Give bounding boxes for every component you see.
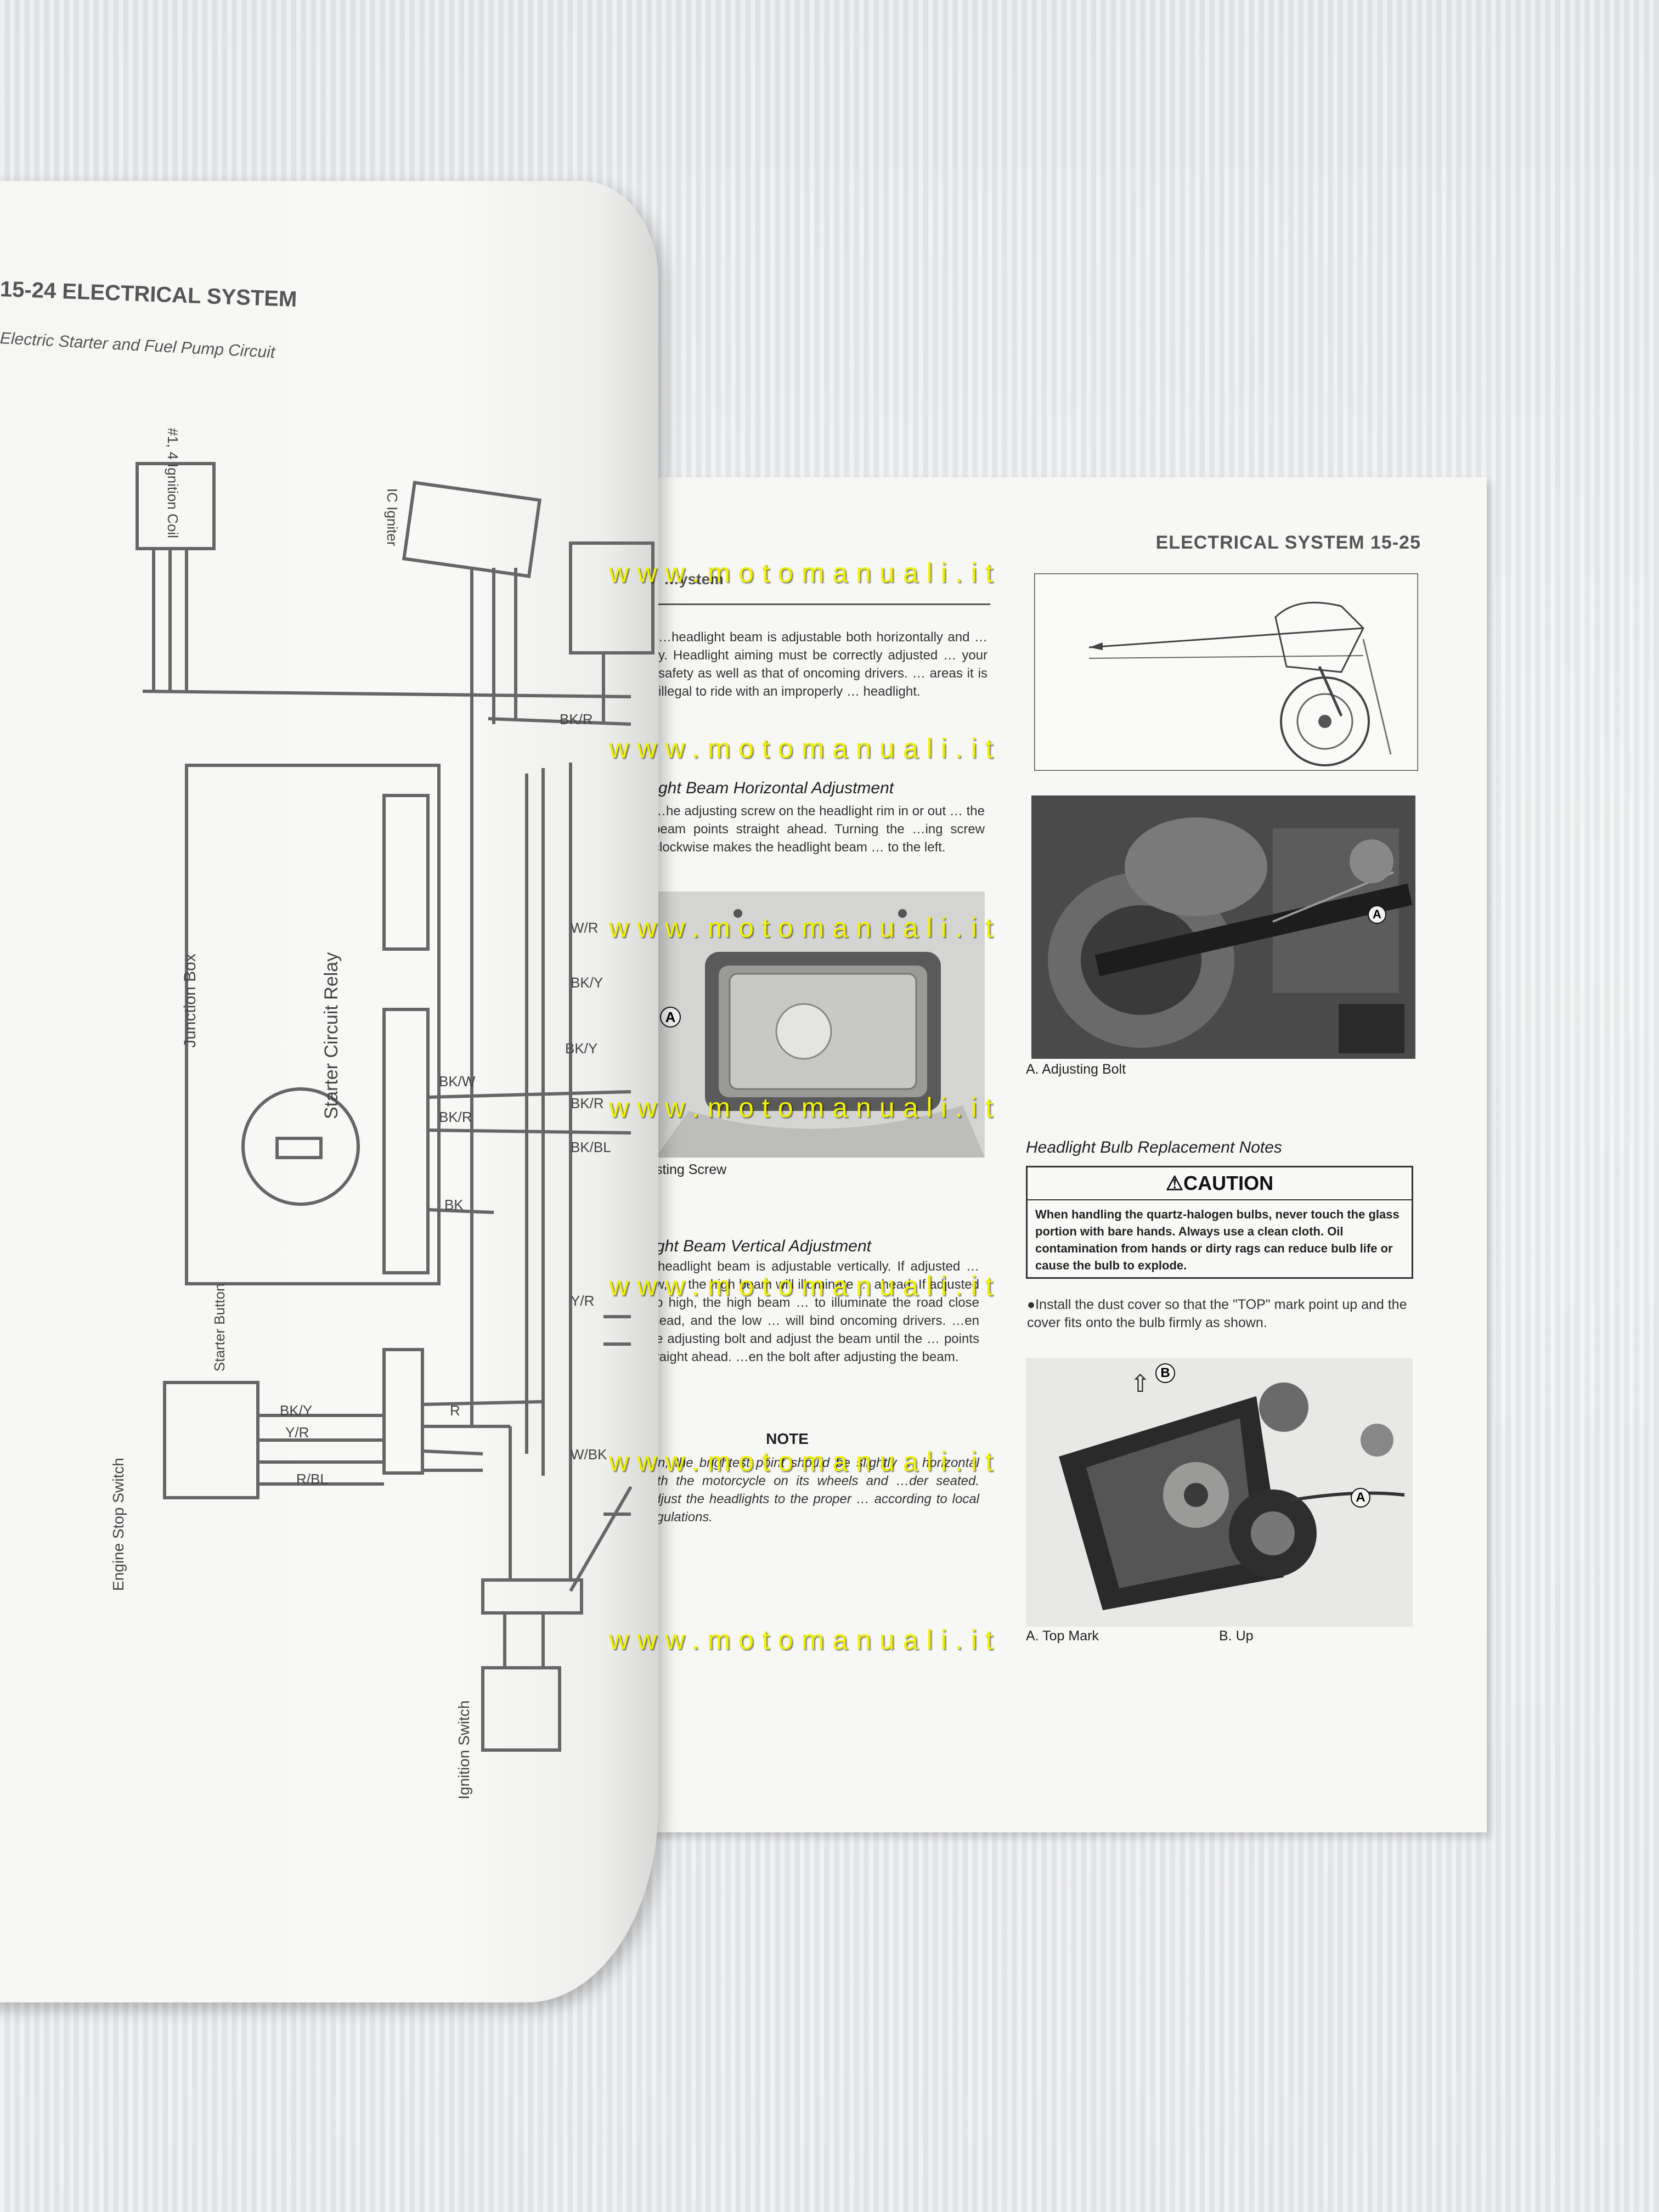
dust-cover-bullet: ●Install the dust cover so that the "TOP… [1027,1297,1407,1330]
label-junction-box: Junction Box [181,953,199,1048]
wire-code-13: W/R [571,919,599,936]
wire-code-12: BK/BL [571,1139,611,1155]
photo3-caption-a: A. Top Mark [1026,1628,1099,1644]
caution-box: ⚠CAUTION When handling the quartz-haloge… [1026,1166,1413,1279]
dust-cover-photo: ⇧ B A [1026,1358,1413,1627]
photo3-caption-b: B. Up [1219,1628,1254,1644]
label-engine-stop-switch: Engine Stop Switch [110,1458,127,1591]
photo3-marker-b: B [1155,1363,1175,1383]
wire-code-14: BK/Y [571,974,603,991]
right-page-header: ELECTRICAL SYSTEM 15-25 [1155,532,1421,553]
vertical-adjust-paragraph: …headlight beam is adjustable vertically… [645,1259,979,1364]
watermark-3: www.motomanuali.it [609,912,1001,943]
headlight-aim-diagram [1034,573,1418,771]
watermark-6: www.motomanuali.it [609,1446,1001,1477]
watermark-7: www.motomanuali.it [609,1624,1001,1655]
wire-code-6: R [450,1402,460,1419]
horizontal-adjust-paragraph: …he adjusting screw on the headlight rim… [653,804,985,855]
wire-code-2: BK/Y [565,1040,597,1057]
left-page [0,181,658,2002]
caution-title: ⚠CAUTION [1028,1167,1412,1200]
watermark-2: www.motomanuali.it [609,733,1001,764]
section-rule [658,603,990,605]
label-starter-button: Starter Button [211,1283,228,1372]
wire-code-8: W/BK [571,1446,607,1463]
bulb-replacement-heading: Headlight Bulb Replacement Notes [1026,1138,1282,1156]
photo2-marker-a: A [1368,905,1386,924]
photo2-caption: A. Adjusting Bolt [1026,1062,1126,1077]
photo3-marker-a: A [1351,1488,1370,1508]
adjusting-bolt-photo: A [1031,795,1415,1059]
watermark-5: www.motomanuali.it [609,1271,1001,1301]
up-arrow-icon: ⇧ [1130,1370,1150,1397]
wire-code-1: BK/R [560,711,593,727]
watermark-1: www.motomanuali.it [609,557,1001,588]
note-paragraph: …n, the brightest point should be slight… [645,1455,979,1525]
label-ignition-coil: #1, 4 Ignition Coil [165,428,181,538]
wire-code-3: BK/W [439,1073,476,1090]
wire-code-11: BK/R [571,1095,604,1111]
watermark-4: www.motomanuali.it [609,1092,1001,1123]
label-starter-circuit-relay: Starter Circuit Relay [321,952,342,1119]
wiring-diagram: BK/R BK/Y BK/W BK/R BK R Y/R W/BK BK/Y Y… [136,462,654,1752]
wire-code-7: Y/R [571,1293,594,1309]
label-ic-igniter: IC Igniter [384,488,400,546]
wire-code-4: BK/R [439,1109,472,1125]
note-title: NOTE [766,1430,809,1447]
vertical-adjust-heading: …ght Beam Vertical Adjustment [639,1237,871,1255]
wire-code-5: BK [444,1197,464,1213]
wire-code-9: BK/Y [280,1402,312,1419]
wire-code-15: R/BL [296,1471,328,1487]
photo1-marker-a: A [660,1007,681,1028]
headlight-photo: A [656,891,985,1158]
section-title: …ystem [664,571,724,588]
bullet-icon: ● [1027,1297,1036,1312]
horizontal-adjust-heading: …ght Beam Horizontal Adjustment [642,779,894,797]
intro-paragraph: …headlight beam is adjustable both horiz… [658,630,988,699]
caution-text: When handling the quartz-halogen bulbs, … [1035,1207,1400,1272]
label-ignition-switch: Ignition Switch [455,1700,472,1799]
warning-triangle-icon: ⚠ [1165,1172,1184,1194]
wire-code-10: Y/R [285,1424,309,1441]
